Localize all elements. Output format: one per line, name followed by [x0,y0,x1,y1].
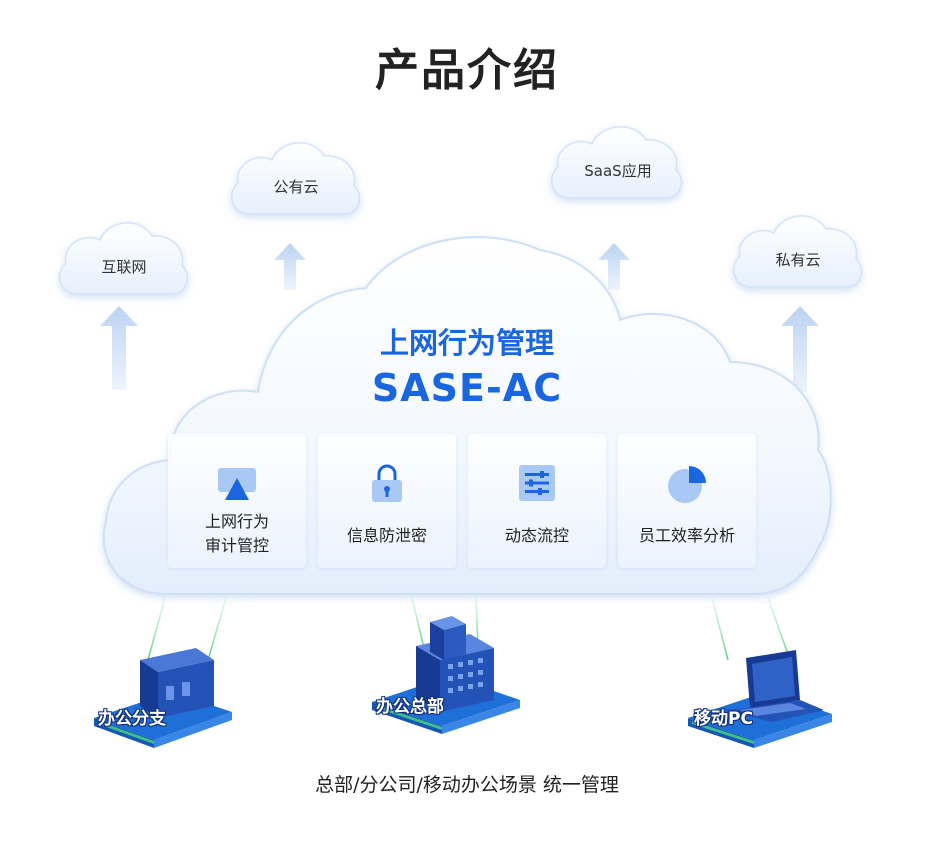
feature-card-audit: 上网行为 审计管控 [168,434,306,568]
site-label-branch: 办公分支 [98,709,166,729]
feature-label-leak-prevention: 信息防泄密 [346,526,427,545]
laptop-icon [688,650,832,748]
main-cloud-subtitle: SASE-AC [371,366,563,410]
monitor-icon [218,468,256,500]
branch-building-icon [94,648,232,748]
main-cloud-title: 上网行为管理 [379,326,554,360]
feature-card-flow-control: 动态流控 [468,434,606,568]
lock-icon [372,464,402,502]
cloud-label-saas: SaaS应用 [584,162,652,180]
page-title: 产品介绍 [375,45,559,96]
cloud-label-public: 公有云 [273,178,319,196]
cloud-public [231,142,361,215]
cloud-internet [59,222,189,295]
site-label-mobile-pc: 移动PC [694,709,753,729]
cloud-label-internet: 互联网 [101,258,147,276]
feature-card-leak-prevention: 信息防泄密 [318,434,456,568]
cloud-label-private: 私有云 [775,251,821,269]
footer-caption: 总部/分公司/移动办公场景 统一管理 [315,774,619,796]
feature-label-audit-line2: 审计管控 [204,536,269,555]
feature-label-efficiency: 员工效率分析 [638,526,735,545]
arrow-up-icon [100,243,819,392]
cloud-saas [551,126,683,199]
feature-label-audit-line1: 上网行为 [204,512,269,531]
connector-lines [147,597,791,661]
site-label-headquarters: 办公总部 [376,697,444,717]
headquarters-building-icon [372,616,520,734]
pie-chart-icon [668,466,706,503]
feature-card-efficiency: 员工效率分析 [618,434,756,568]
feature-label-flow-control: 动态流控 [504,526,569,545]
cloud-private [733,215,863,288]
sliders-icon [519,465,555,501]
